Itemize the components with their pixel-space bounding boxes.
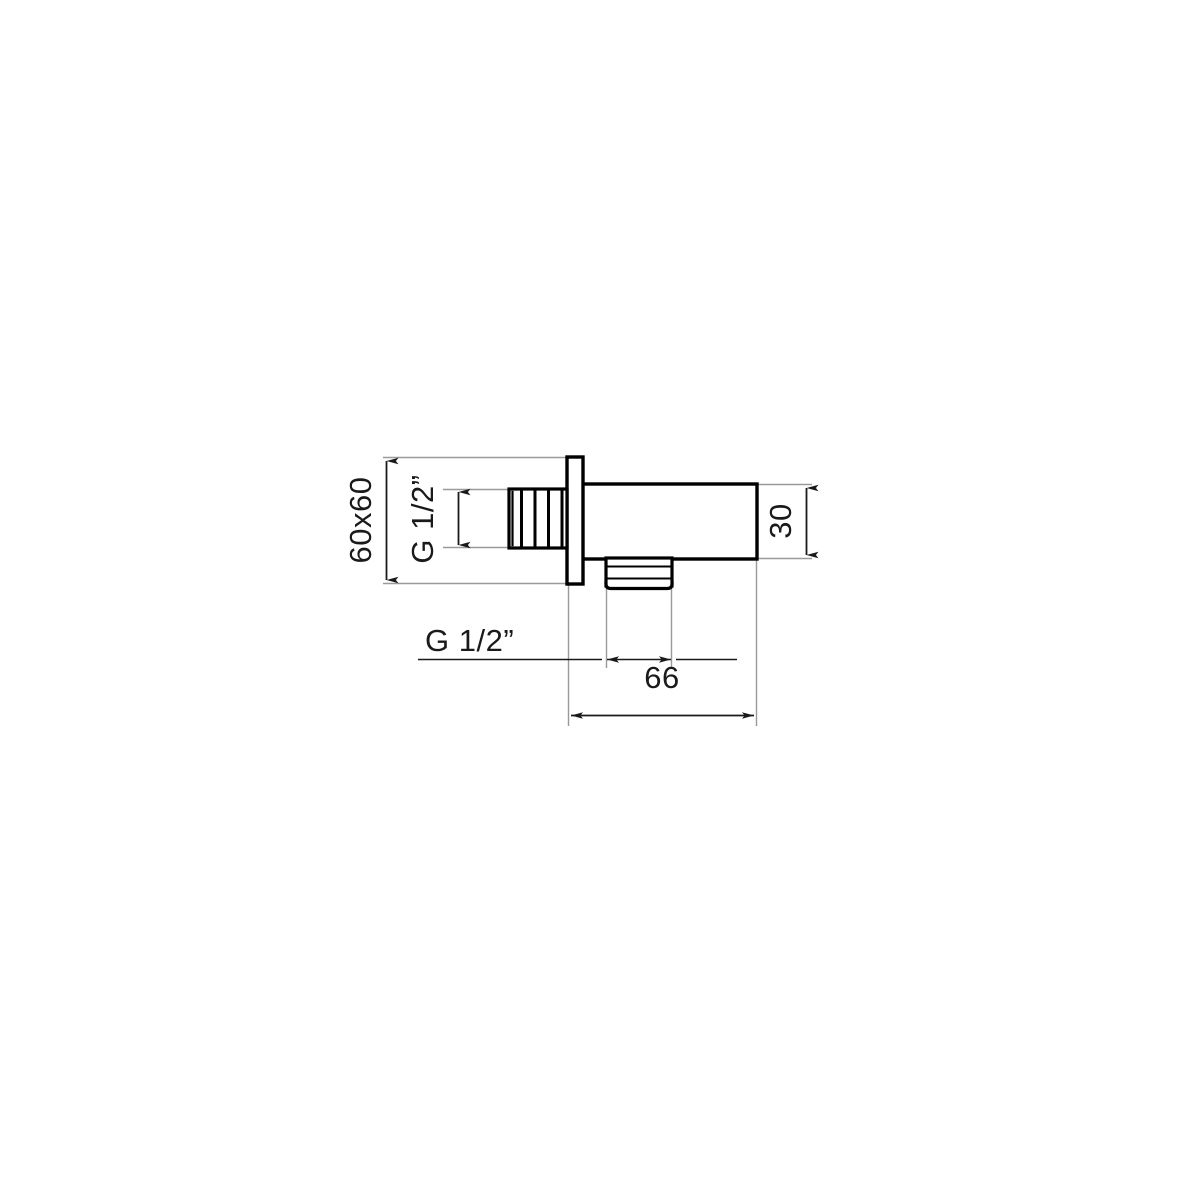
dimension-body-height: 30 [763,484,819,559]
outlet-groove-lines [607,565,671,580]
dim-label-inlet-thread: G 1/2” [405,474,440,563]
dimension-inlet-thread: G 1/2” [405,474,471,564]
body-block [566,482,759,561]
dim-label-66: 66 [644,660,679,695]
dim-label-30: 30 [763,503,798,538]
outlet-bottom-lip [604,581,674,591]
extension-lines [383,456,812,726]
wall-flange-plate [565,455,585,586]
dimension-outlet-thread: G 1/2” [418,623,737,663]
dimension-flange-size: 60x60 [343,457,399,584]
inlet-thread-body [507,487,569,550]
dim-label-outlet-thread: G 1/2” [425,623,514,658]
dim-label-60x60: 60x60 [343,477,378,564]
thread-crest-lines [520,490,564,547]
product-outline [507,455,759,591]
dimension-projection: 66 [571,660,754,719]
